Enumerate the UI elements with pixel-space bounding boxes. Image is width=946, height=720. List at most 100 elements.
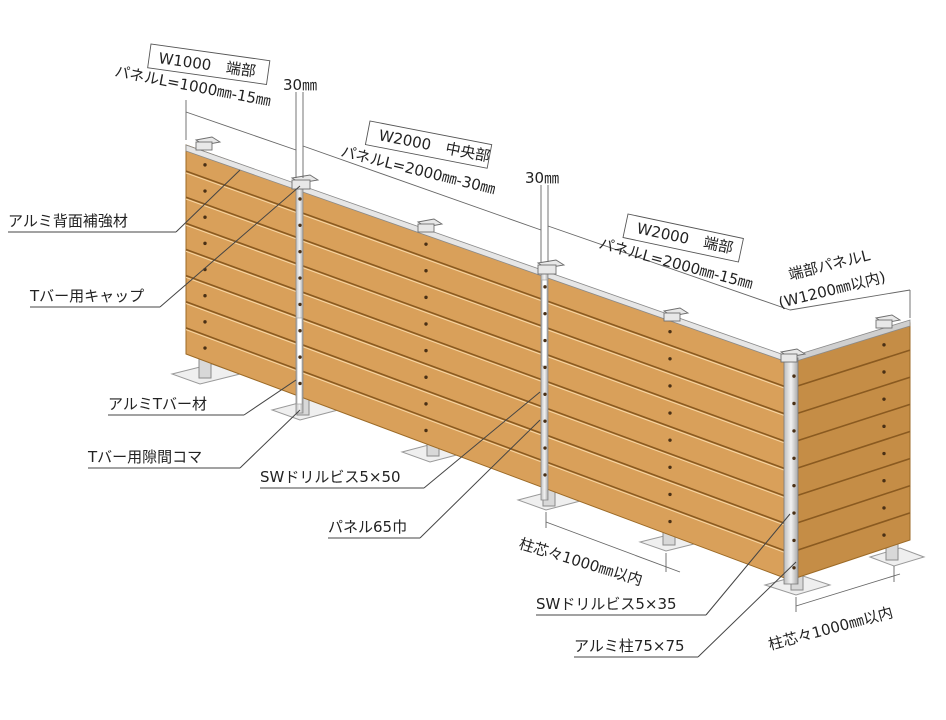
post-cap-icon [194,136,222,151]
corner-post [783,357,799,585]
screw-dot [792,374,796,378]
screw-dot [668,519,672,524]
screw-dot [668,438,672,442]
plank-lines [185,170,911,555]
screw-dot [668,384,672,388]
screw-dot [668,465,672,469]
screw-dot [424,295,428,300]
screw-dot [203,215,207,219]
screw-dot [298,381,302,386]
screw-dot [882,533,886,537]
section3-w-box [622,213,744,263]
screw-dot [298,355,302,359]
plank-highlight [185,224,791,446]
aluminum-post-label: アルミ柱75×75 [574,637,685,655]
screw-dot [424,322,428,326]
section2-w-box [364,120,493,169]
screw-dot [424,269,428,273]
screw-dot [298,276,302,280]
t-bar-spacer-label: Tバー用隙間コマ [87,448,202,466]
screw-dot [792,401,796,406]
gap2-label: 30㎜ [525,169,559,187]
screw-dot [543,446,547,450]
screw-dot [792,538,796,543]
screw-dot [203,189,207,193]
section1-w-box [147,43,271,85]
screw-dot [668,492,672,497]
fence-main-face [185,144,791,581]
drill-screw-5x35-label: SWドリルビス5×35 [536,595,677,613]
plank-highlight [185,329,791,555]
screw-dot [543,392,547,396]
back-reinforcement-label: アルミ背面補強材 [8,212,128,230]
screw-dot [882,451,886,456]
screw-dot [298,329,302,333]
plank-gap [185,222,791,444]
post-caps [194,136,902,363]
screw-dot [424,402,428,406]
plank-gap [789,457,911,499]
plank-gap [789,430,911,472]
plank-gap [185,170,791,390]
dimension-lines [185,92,911,612]
screw-dot [668,329,672,334]
plank-gap [185,248,791,472]
screw-dot [792,483,796,488]
screw-dot [203,346,207,350]
screw-dot [792,429,796,433]
plank-highlight [185,276,791,501]
plank-gap [185,196,791,417]
screw-dot [543,338,547,343]
screw-dot [882,506,886,510]
plank-highlight [185,303,791,528]
drill-screw-5x50-label: SWドリルビス5×50 [260,468,401,486]
leader-lines [159,169,797,658]
post-cap-icon [416,218,444,233]
post-cap-icon [290,174,320,190]
aluminum-t-bar-label: アルミTバー材 [108,395,207,413]
plank-highlight [185,172,791,391]
screw-dot [543,473,547,477]
post-pitch-side-label: 柱芯々1000㎜以内 [766,603,894,654]
screw-dot [668,357,672,361]
screw-dot [882,479,886,483]
screw-dot [882,343,886,347]
plank-gap [789,403,911,444]
screw-dot [424,348,428,353]
plank-gap [789,484,911,527]
plank-gap [789,349,911,390]
screw-dot [203,163,207,167]
plank-highlight [185,198,791,419]
screws [203,163,886,570]
screw-dot [543,311,547,316]
plank-gap [789,512,911,554]
screw-dot [203,293,207,298]
screw-dot [792,456,796,460]
screw-dot [424,428,428,433]
plank-gap [789,376,911,417]
plank-gap [185,300,791,527]
screw-dot [203,320,207,324]
screw-dot [543,419,547,423]
t-bar-2 [540,267,549,501]
screw-dot [298,249,302,254]
screw-dot [298,302,302,307]
screw-dot [424,242,428,246]
screw-dot [543,365,547,370]
post-cap-icon [662,307,690,322]
plank-gap [185,274,791,499]
panel-width-label: パネル65巾 [328,518,407,536]
screw-dot [424,375,428,379]
post-cap-icon [779,348,807,363]
post-pitch-front-label: 柱芯々1000㎜以内 [517,535,645,590]
screw-dot [203,241,207,246]
post-cap-icon [536,259,566,275]
screw-dot [668,411,672,415]
screw-dot [882,397,886,401]
screw-dot [298,197,302,201]
screw-dot [298,223,302,228]
screw-dot [543,285,547,289]
screw-dot [792,511,796,515]
screw-dot [882,370,886,374]
